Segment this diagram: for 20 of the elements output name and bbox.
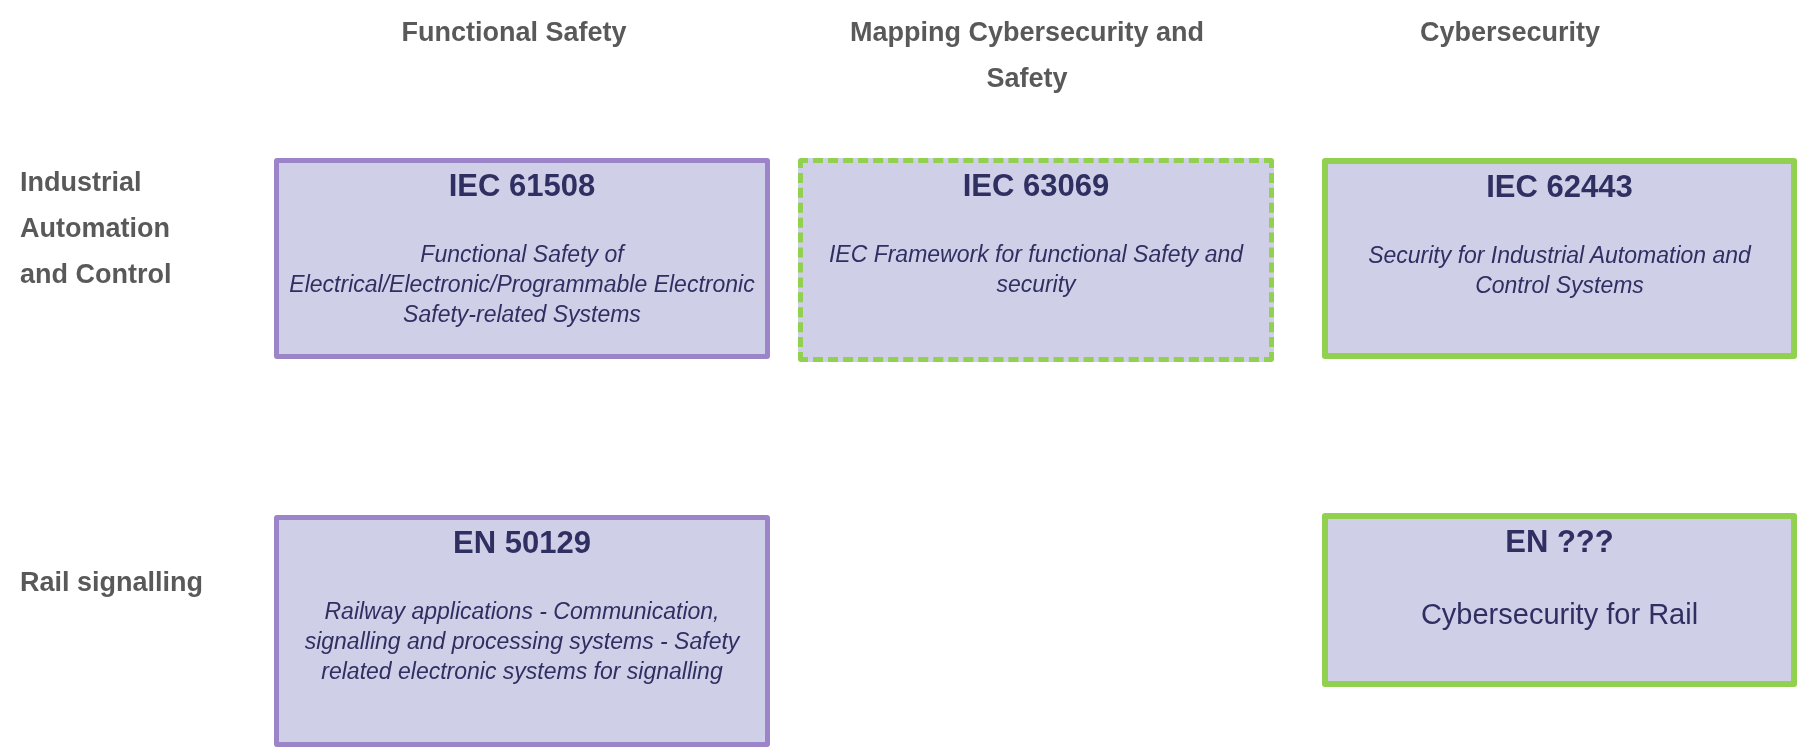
standard-title: IEC 61508 — [448, 167, 596, 205]
standard-box — [1322, 513, 1797, 687]
row-header: Industrial Automation and Control — [20, 166, 173, 291]
column-header: Functional Safety — [400, 16, 628, 49]
standard-description: Functional Safety of Electrical/Electronic/Programmable Electronic Safety-related Systems — [288, 240, 756, 329]
standard-description: Railway applications - Communication, signalling and processing systems - Safety related electronic systems for signalling — [303, 597, 741, 686]
column-header: Cybersecurity — [1418, 16, 1602, 49]
column-header: Mapping Cybersecurity and Safety — [848, 16, 1206, 95]
standard-title: EN ??? — [1505, 523, 1614, 561]
standard-description: Cybersecurity for Rail — [1420, 597, 1699, 633]
standard-box — [1322, 158, 1797, 359]
standard-box — [798, 158, 1274, 362]
standard-description: Security for Industrial Automation and Control Systems — [1367, 241, 1753, 301]
row-header: Rail signalling — [20, 566, 205, 599]
standard-title: EN 50129 — [453, 524, 591, 562]
standard-description: IEC Framework for functional Safety and security — [827, 240, 1245, 300]
standard-box — [274, 515, 770, 747]
standard-title: IEC 63069 — [962, 167, 1110, 205]
standard-title: IEC 62443 — [1486, 168, 1633, 206]
standard-box — [274, 158, 770, 359]
